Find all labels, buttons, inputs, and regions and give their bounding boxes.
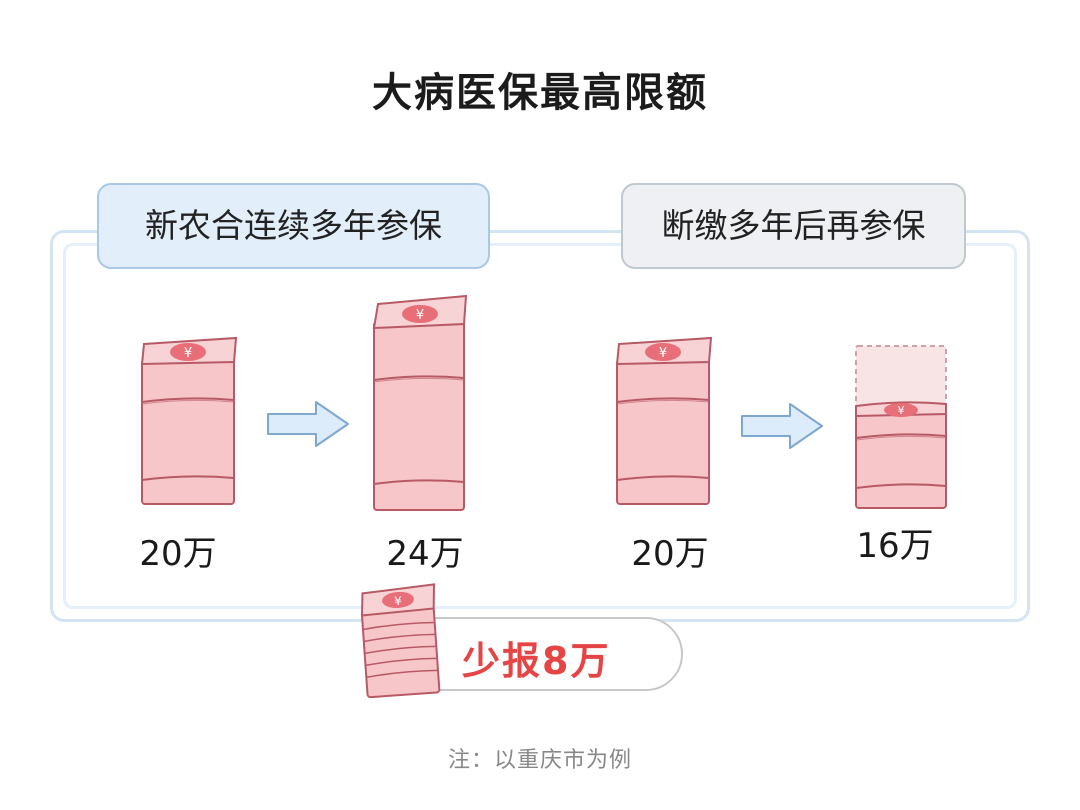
yuan-symbol: ¥ bbox=[659, 346, 667, 361]
amount-before-lapsed: 20万 bbox=[631, 534, 709, 574]
reduction-amount: 少报8万 bbox=[462, 639, 611, 683]
yuan-symbol: ¥ bbox=[898, 404, 905, 417]
yuan-symbol: ¥ bbox=[416, 308, 424, 323]
group-header-continuous: 新农合连续多年参保 bbox=[97, 183, 490, 269]
money-stack-icon: ¥ bbox=[140, 336, 238, 505]
amount-after-continuous: 24万 bbox=[386, 534, 464, 574]
page-title: 大病医保最高限额 bbox=[372, 70, 708, 116]
right-arrow-icon bbox=[267, 401, 349, 447]
group-header-lapsed: 断缴多年后再参保 bbox=[621, 183, 966, 269]
money-stack-icon: ¥ bbox=[372, 294, 468, 511]
right-arrow-icon bbox=[741, 403, 823, 449]
amount-before-continuous: 20万 bbox=[139, 534, 217, 574]
amount-after-lapsed: 16万 bbox=[856, 526, 934, 566]
yuan-symbol: ¥ bbox=[184, 346, 192, 361]
yuan-symbol: ¥ bbox=[394, 594, 403, 609]
money-stack-icon: ¥ bbox=[360, 583, 441, 699]
money-stack-icon: ¥ bbox=[615, 336, 713, 505]
footnote: 注：以重庆市为例 bbox=[447, 748, 632, 773]
money-stack-reduced-icon: ¥ bbox=[855, 345, 947, 509]
